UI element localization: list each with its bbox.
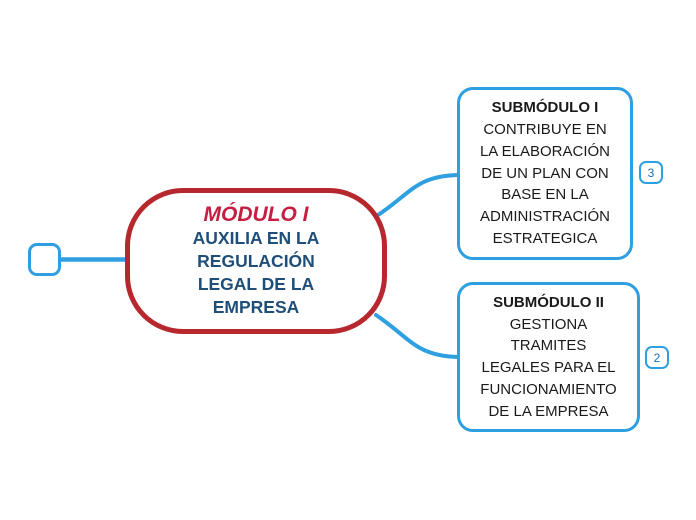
badge-count-label: 2 (653, 350, 661, 365)
connector-root-to-submodule-2 (374, 313, 460, 359)
subnode-body: CONTRIBUYE EN LA ELABORACIÓN DE UN PLAN … (479, 121, 611, 247)
subnode-submodulo-2[interactable]: SUBMÓDULO II GESTIONA TRAMITES LEGALES P… (457, 282, 640, 432)
root-node-body: AUXILIA EN LA REGULACIÓN LEGAL DE LA EMP… (192, 227, 320, 318)
badge-count-label: 3 (647, 165, 655, 180)
collapsed-node-box[interactable] (28, 243, 61, 276)
subnode-title: SUBMÓDULO II (493, 293, 604, 311)
subnode-title: SUBMÓDULO I (491, 99, 599, 117)
root-node-modulo-1[interactable]: MÓDULO I AUXILIA EN LA REGULACIÓN LEGAL … (125, 188, 387, 334)
connector-root-to-submodule-1 (376, 173, 460, 217)
subnode-body: GESTIONA TRAMITES LEGALES PARA EL FUNCIO… (480, 315, 617, 420)
collapse-count-badge-submodulo-1[interactable]: 3 (639, 161, 663, 184)
collapse-count-badge-submodulo-2[interactable]: 2 (645, 346, 669, 369)
subnode-submodulo-1[interactable]: SUBMÓDULO I CONTRIBUYE EN LA ELABORACIÓN… (457, 87, 633, 260)
root-node-title: MÓDULO I (203, 202, 309, 226)
